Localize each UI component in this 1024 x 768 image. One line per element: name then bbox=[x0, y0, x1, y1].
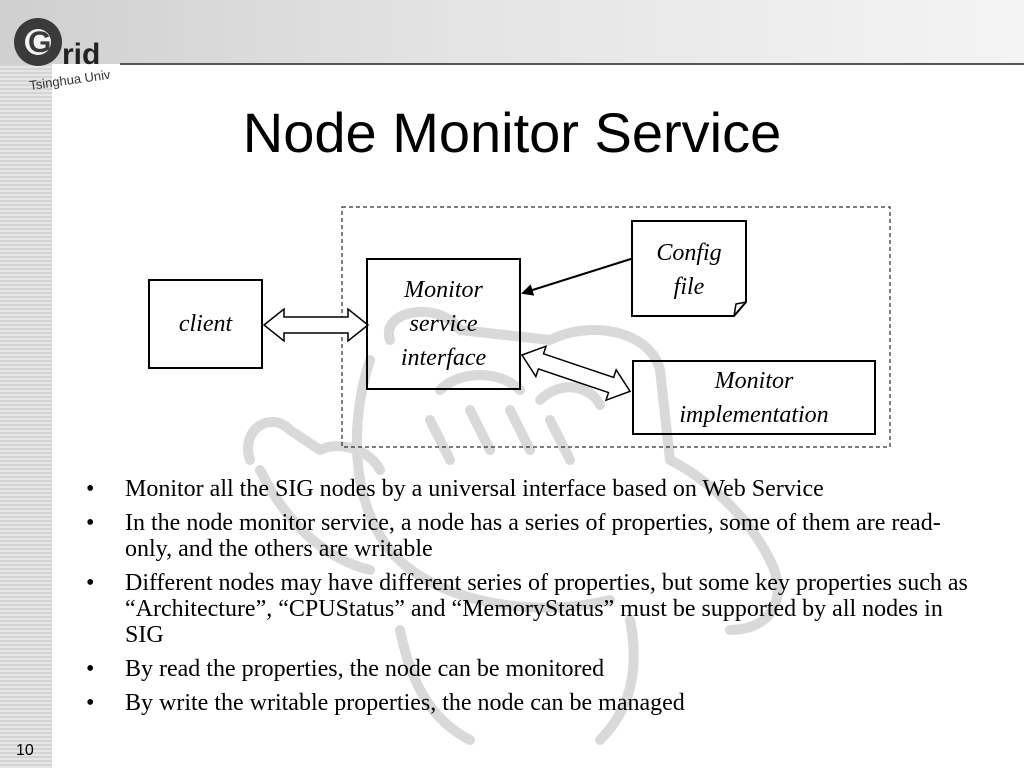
client-box: client bbox=[148, 279, 263, 369]
logo-letters: rid bbox=[62, 38, 100, 71]
interface-label-line1: Monitor bbox=[404, 277, 483, 303]
bullet-item: Monitor all the SIG nodes by a universal… bbox=[84, 476, 984, 502]
bullet-list: Monitor all the SIG nodes by a universal… bbox=[84, 476, 984, 724]
header-rule bbox=[120, 63, 1024, 65]
logo-mark: G bbox=[28, 26, 51, 59]
interface-implementation-arrow bbox=[520, 344, 632, 402]
grid-logo: G rid Tsinghua Univ bbox=[14, 18, 112, 93]
interface-label-line2: service bbox=[409, 311, 478, 337]
config-label-line2: file bbox=[673, 274, 705, 300]
page-title: Node Monitor Service bbox=[242, 101, 782, 164]
client-label: client bbox=[178, 311, 233, 337]
bullet-item: By read the properties, the node can be … bbox=[84, 656, 984, 682]
header-band bbox=[0, 0, 1024, 64]
client-interface-arrow bbox=[262, 307, 370, 343]
page-number: 10 bbox=[16, 742, 34, 759]
config-file-shape bbox=[631, 220, 747, 317]
bullet-item: In the node monitor service, a node has … bbox=[84, 510, 984, 562]
monitor-service-interface-box: Monitor service interface bbox=[366, 258, 521, 390]
monitor-implementation-box: Monitor implementation bbox=[632, 360, 876, 435]
interface-label-line3: interface bbox=[400, 345, 487, 371]
sidebar-decoration bbox=[0, 0, 52, 768]
config-label-line1: Config bbox=[656, 240, 722, 266]
config-file-label: Config file bbox=[632, 236, 746, 304]
bullet-item: By write the writable properties, the no… bbox=[84, 690, 984, 716]
implementation-label-line2: implementation bbox=[679, 401, 829, 428]
implementation-label-line1: Monitor bbox=[714, 367, 794, 394]
config-to-interface-arrow bbox=[521, 257, 635, 296]
bullet-item: Different nodes may have different serie… bbox=[84, 570, 984, 648]
